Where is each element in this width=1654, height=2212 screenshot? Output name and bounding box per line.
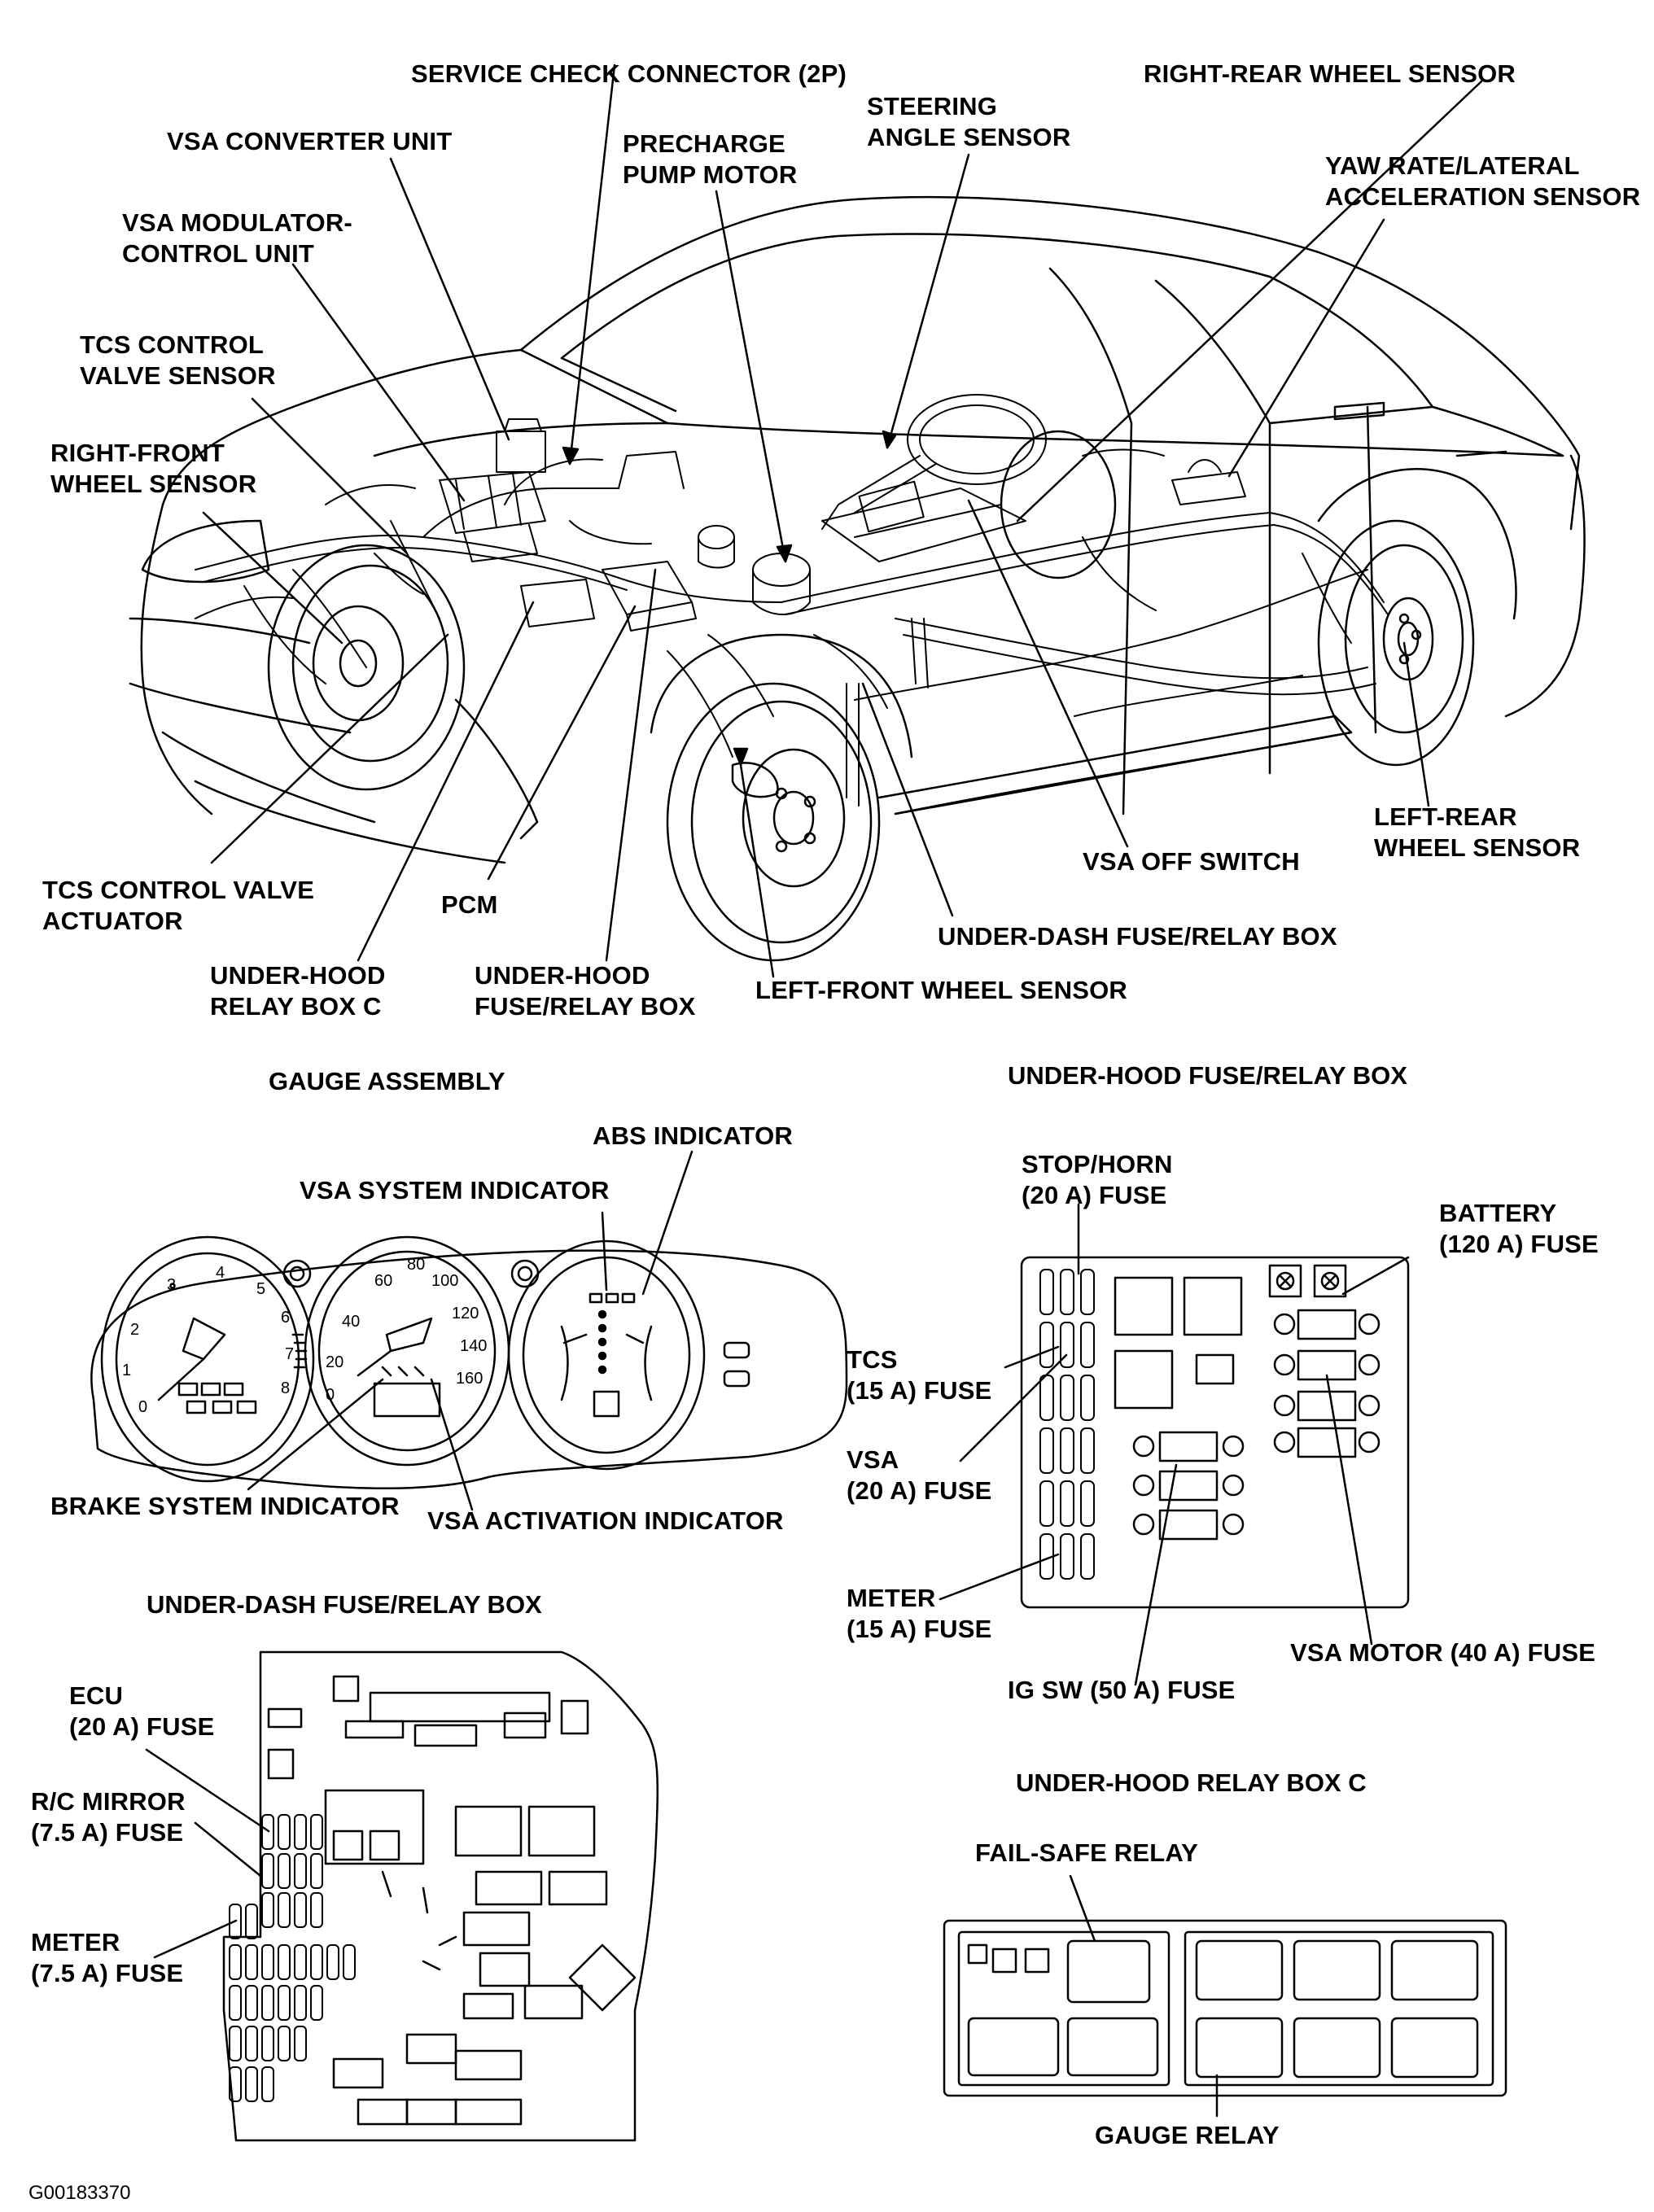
title-gauge-assembly: GAUGE ASSEMBLY [269, 1067, 505, 1095]
label-meter-fuse-uh: METER (15 A) FUSE [847, 1584, 992, 1643]
label-vsa-converter-unit: VSA CONVERTER UNIT [167, 127, 453, 155]
svg-text:8: 8 [281, 1379, 290, 1397]
uh-fuse-box [1022, 1257, 1408, 1607]
label-right-rear-wheel-sensor: RIGHT-REAR WHEEL SENSOR [1144, 59, 1516, 88]
label-stop-horn-fuse: STOP/HORN (20 A) FUSE [1022, 1150, 1173, 1209]
label-meter-fuse-ud: METER (7.5 A) FUSE [31, 1928, 184, 1987]
svg-text:0: 0 [138, 1398, 147, 1416]
label-rc-mirror-fuse: R/C MIRROR (7.5 A) FUSE [31, 1787, 186, 1847]
svg-text:120: 120 [452, 1305, 479, 1322]
svg-text:160: 160 [456, 1370, 483, 1388]
label-tcs-control-valve-sensor: TCS CONTROL VALVE SENSOR [80, 330, 276, 390]
ud-fuse-box [224, 1652, 658, 2140]
title-ud-fuse-relay-box: UNDER-DASH FUSE/RELAY BOX [147, 1590, 542, 1619]
label-left-front-wheel-sensor: LEFT-FRONT WHEEL SENSOR [755, 976, 1127, 1004]
label-brake-system-indicator: BRAKE SYSTEM INDICATOR [50, 1492, 400, 1520]
label-abs-indicator: ABS INDICATOR [593, 1121, 794, 1150]
relay-box-c [944, 1921, 1506, 2096]
label-service-check-connector: SERVICE CHECK CONNECTOR (2P) [411, 59, 847, 88]
label-steering-angle-sensor: STEERING ANGLE SENSOR [867, 92, 1071, 151]
gauge-leader-lines [248, 1152, 692, 1510]
svg-text:4: 4 [216, 1264, 225, 1282]
title-uh-fuse-relay-box: UNDER-HOOD FUSE/RELAY BOX [1008, 1061, 1407, 1090]
uh-fuse-leader-lines [940, 1204, 1408, 1685]
label-vsa-activation-indicator: VSA ACTIVATION INDICATOR [427, 1506, 784, 1535]
label-left-rear-wheel-sensor: LEFT-REAR WHEEL SENSOR [1374, 802, 1581, 862]
wheels [269, 431, 1473, 960]
svg-text:6: 6 [281, 1309, 290, 1327]
label-vsa-fuse: VSA (20 A) FUSE [847, 1445, 992, 1505]
svg-text:140: 140 [460, 1337, 487, 1355]
ud-fuse-leader-lines [147, 1750, 269, 1957]
relay-box-c-leader-lines [1070, 1876, 1217, 2116]
title-relay-box-c: UNDER-HOOD RELAY BOX C [1016, 1768, 1367, 1797]
label-vsa-off-switch: VSA OFF SWITCH [1083, 847, 1300, 876]
svg-text:100: 100 [431, 1272, 458, 1290]
label-under-dash-fuse-relay-box-top: UNDER-DASH FUSE/RELAY BOX [938, 922, 1337, 951]
svg-text:2: 2 [130, 1321, 139, 1339]
label-battery-fuse: BATTERY (120 A) FUSE [1439, 1199, 1599, 1258]
label-vsa-modulator-control-unit: VSA MODULATOR- CONTROL UNIT [122, 208, 352, 268]
figure-code: G00183370 [28, 2182, 131, 2204]
gauge-cluster: 2 3 4 5 6 7 8 1 0 20 40 60 80 100 120 14… [91, 1237, 847, 1489]
label-ig-sw-fuse: IG SW (50 A) FUSE [1008, 1676, 1236, 1704]
brake-lines-and-components [195, 395, 1388, 806]
label-under-hood-fuse-relay-box-top: UNDER-HOOD FUSE/RELAY BOX [475, 961, 696, 1021]
uh-fuse-rows [1134, 1310, 1379, 1539]
label-tcs-fuse: TCS (15 A) FUSE [847, 1345, 992, 1405]
label-tcs-control-valve-actuator: TCS CONTROL VALVE ACTUATOR [42, 876, 315, 935]
car-body [130, 197, 1585, 863]
label-right-front-wheel-sensor: RIGHT-FRONT WHEEL SENSOR [50, 439, 257, 498]
car-leader-lines [203, 65, 1481, 977]
svg-text:7: 7 [285, 1345, 294, 1363]
svg-text:40: 40 [342, 1313, 360, 1331]
svg-text:3: 3 [167, 1276, 176, 1294]
svg-text:1: 1 [122, 1362, 131, 1379]
label-fail-safe-relay: FAIL-SAFE RELAY [975, 1838, 1198, 1867]
label-vsa-system-indicator: VSA SYSTEM INDICATOR [300, 1176, 610, 1204]
label-yaw-rate-sensor: YAW RATE/LATERAL ACCELERATION SENSOR [1325, 151, 1641, 211]
label-ecu-fuse: ECU (20 A) FUSE [69, 1681, 215, 1741]
ud-fuse-grid [230, 1815, 355, 2101]
svg-text:0: 0 [326, 1386, 335, 1404]
svg-text:5: 5 [256, 1280, 265, 1298]
label-under-hood-relay-box-c: UNDER-HOOD RELAY BOX C [210, 961, 386, 1021]
svg-text:20: 20 [326, 1353, 343, 1371]
label-pcm: PCM [441, 890, 498, 919]
label-vsa-motor-fuse: VSA MOTOR (40 A) FUSE [1290, 1638, 1596, 1667]
label-gauge-relay: GAUGE RELAY [1095, 2121, 1280, 2149]
svg-text:60: 60 [374, 1272, 392, 1290]
label-precharge-pump-motor: PRECHARGE PUMP MOTOR [623, 129, 798, 189]
svg-text:80: 80 [407, 1256, 425, 1274]
